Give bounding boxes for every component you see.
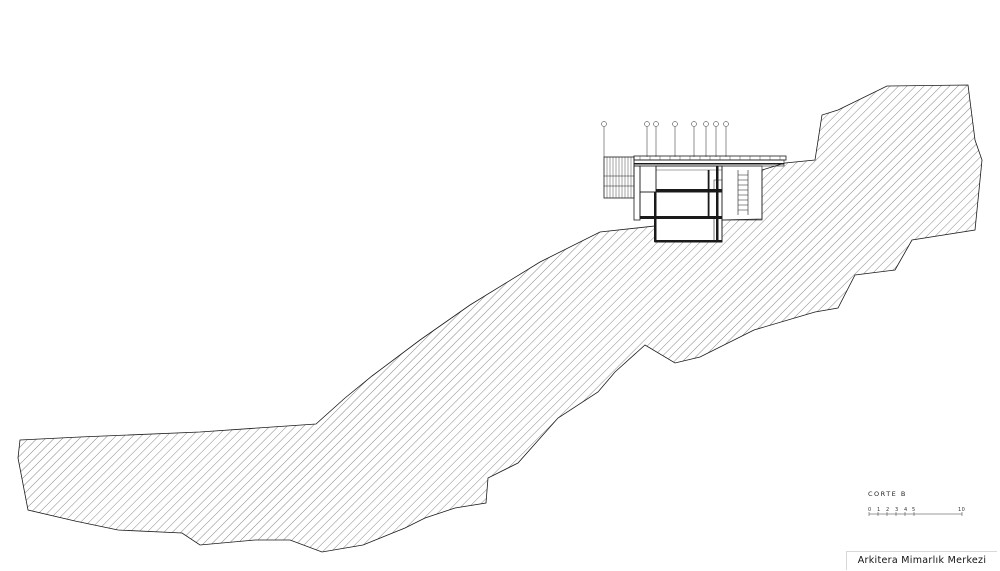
watermark-label: Arkitera Mimarlık Merkezi xyxy=(846,551,997,570)
scale-tick-4: 4 xyxy=(904,507,908,513)
scale-tick-2: 2 xyxy=(886,507,890,513)
scale-tick-1: 1 xyxy=(877,507,881,513)
scale-tick-0: 0 xyxy=(868,507,872,513)
scale-line xyxy=(868,512,963,516)
scale-tick-labels: 0 1 2 3 4 5 10 xyxy=(868,507,965,513)
drawing-title: CORTE B xyxy=(868,490,907,498)
scale-bar: CORTE B 0 1 2 3 4 5 10 xyxy=(868,490,965,516)
grid-axis-markers xyxy=(601,121,729,157)
scale-tick-3: 3 xyxy=(895,507,899,513)
scale-tick-5: 5 xyxy=(912,507,916,513)
terrain-section xyxy=(17,84,983,553)
floor-slabs xyxy=(634,163,784,243)
scale-tick-10: 10 xyxy=(958,507,965,513)
